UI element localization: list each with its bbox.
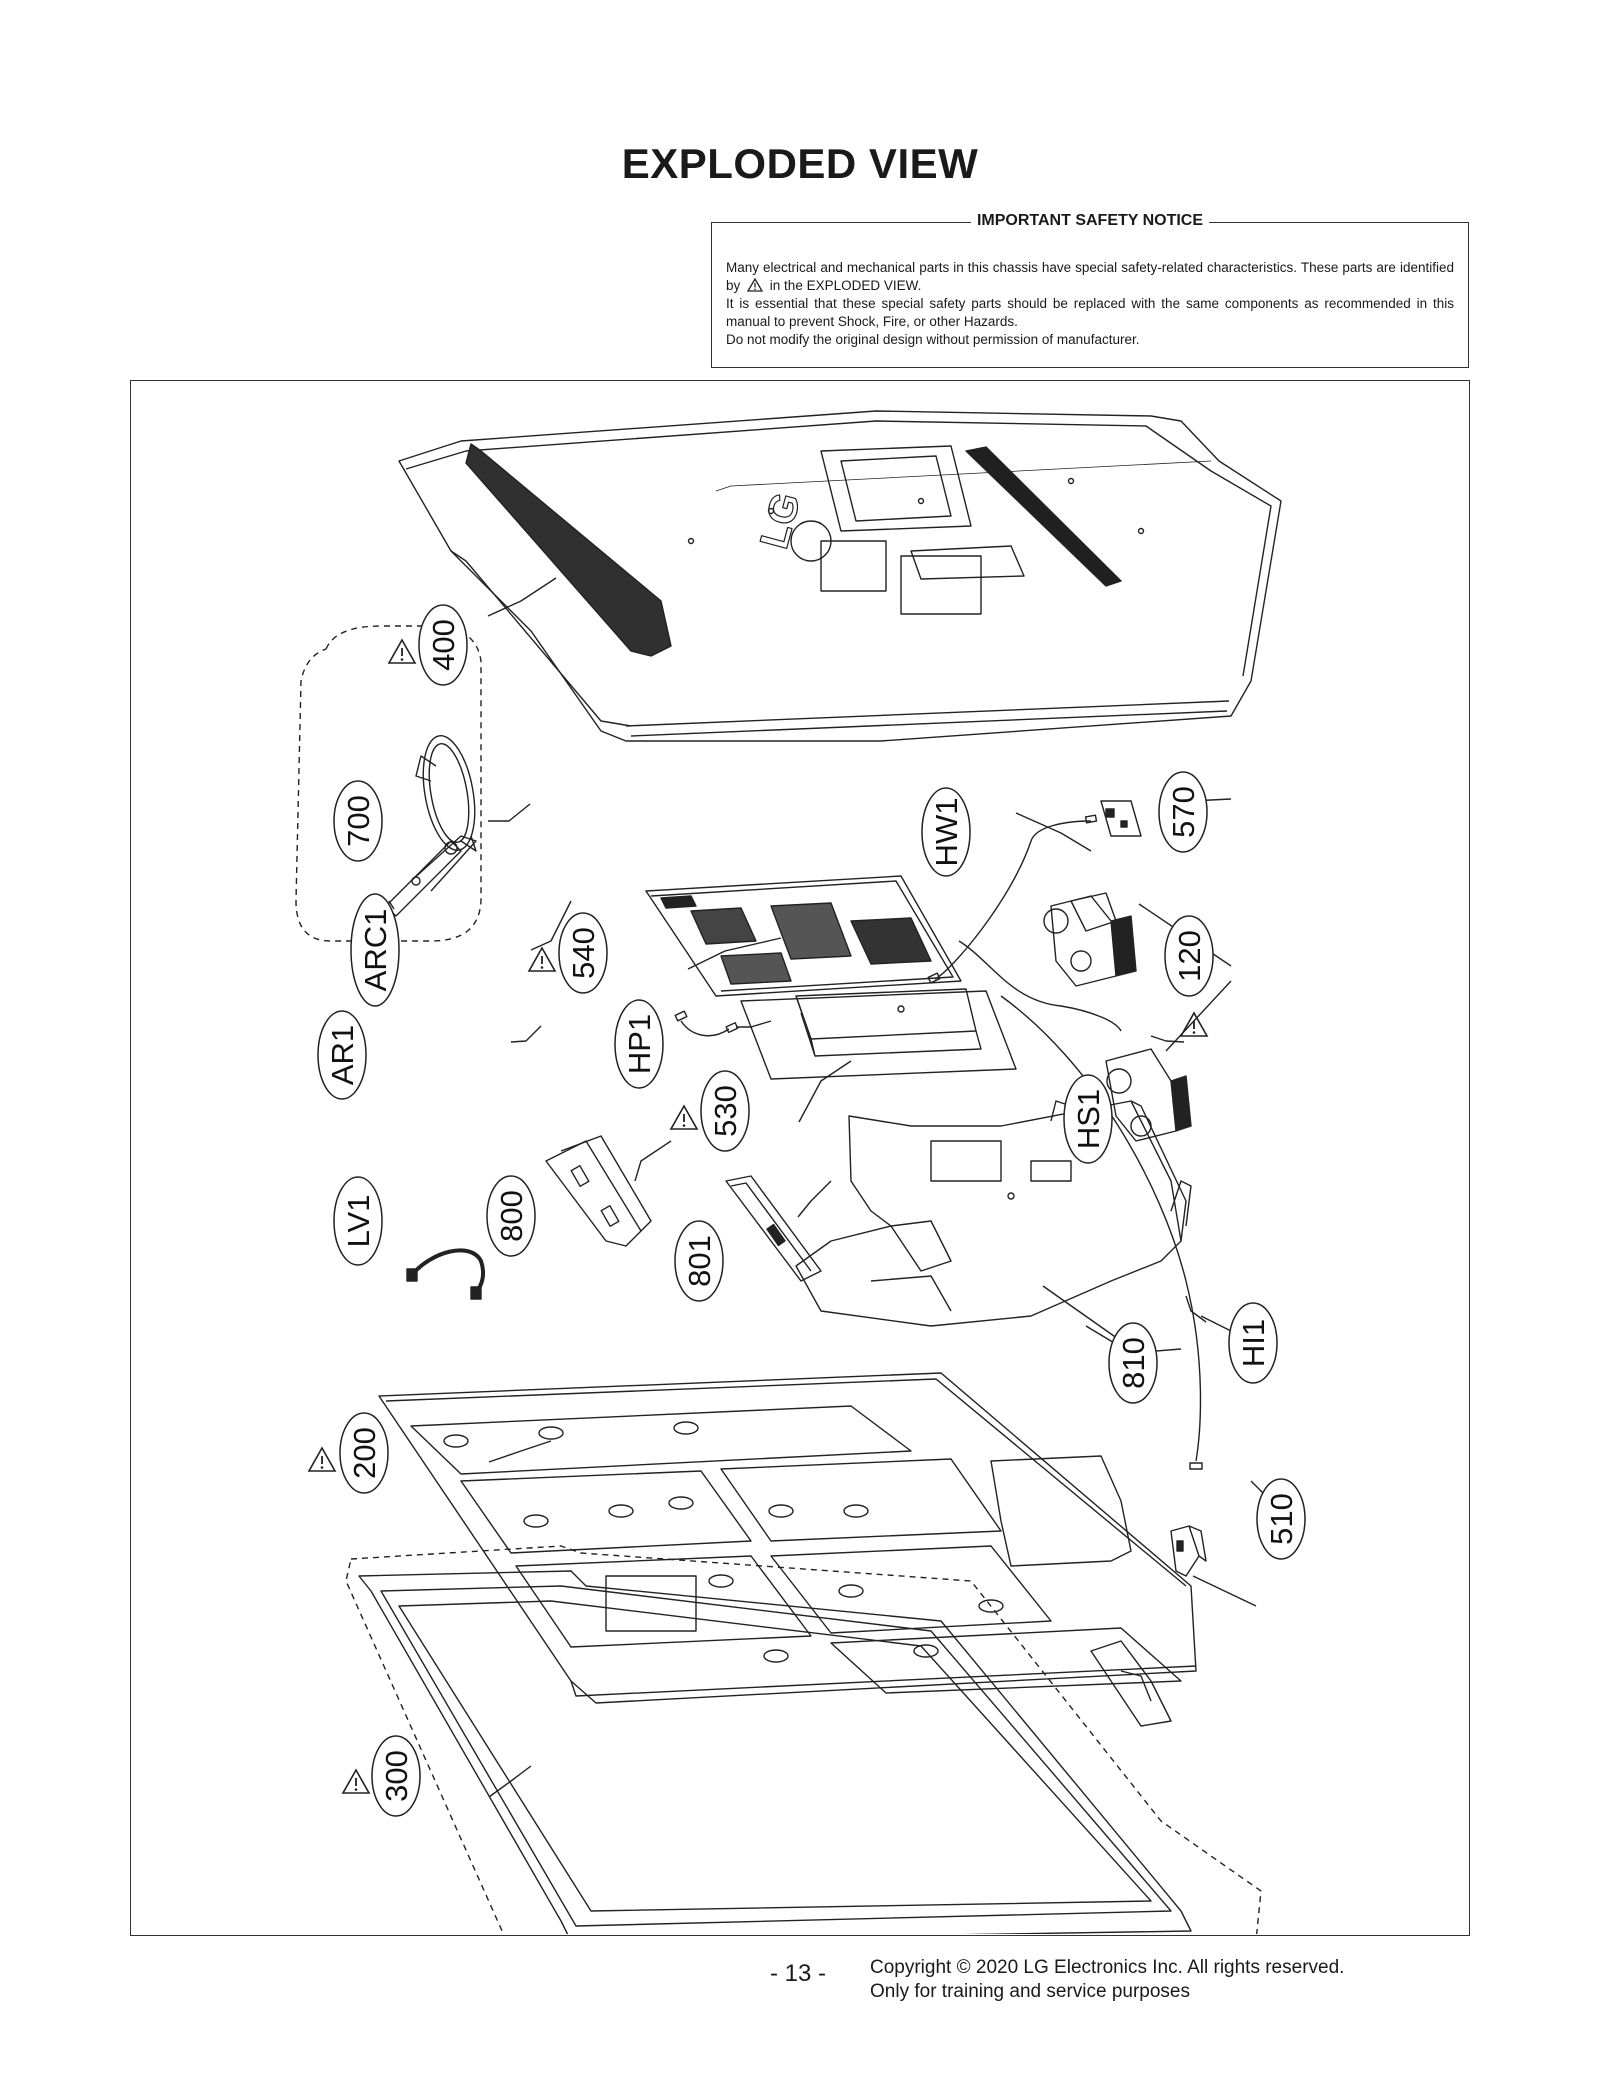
callout-arc1: ARC1 (350, 893, 400, 1007)
front-bezel-group-outline (345, 1545, 1262, 1934)
callout-hp1: HP1 (614, 999, 664, 1089)
svg-text:AR1: AR1 (325, 1025, 360, 1085)
copyright-text: Copyright © 2020 LG Electronics Inc. All… (870, 1957, 1345, 1978)
back-cover-part: LG (398, 410, 1282, 742)
power-supply-530-part (740, 988, 1017, 1080)
callout-hw1: HW1 (921, 787, 971, 877)
training-note: Only for training and service purposes (870, 1981, 1190, 2002)
remote-control-part (385, 835, 477, 917)
safety-notice-line1: Many electrical and mechanical parts in … (726, 260, 1454, 293)
page-number: - 13 - (770, 1960, 827, 1987)
svg-text:400: 400 (426, 619, 461, 671)
front-bezel-300-part (358, 1570, 1192, 1934)
svg-text:300: 300 (379, 1750, 414, 1802)
safety-notice-line3: Do not modify the original design withou… (726, 332, 1140, 347)
callout-530: 530 (670, 1070, 750, 1152)
optional-parts-group-outline (295, 625, 482, 942)
svg-text:LV1: LV1 (341, 1195, 376, 1248)
callout-801: 801 (674, 1220, 724, 1302)
wifi-module-570-part (1100, 800, 1142, 837)
cable-lv1-part (409, 1248, 486, 1295)
rear-panel-200-part (378, 1372, 1197, 1704)
bracket-800-part (545, 1135, 652, 1247)
svg-text:801: 801 (682, 1235, 717, 1287)
safety-notice-line2: It is essential that these special safet… (726, 296, 1454, 329)
warning-triangle-icon (342, 1769, 370, 1794)
svg-text:HP1: HP1 (622, 1014, 657, 1074)
warning-triangle-icon (1180, 1012, 1208, 1037)
warning-triangle-icon (388, 639, 416, 664)
callout-120: 120 (1164, 915, 1214, 1037)
lg-brand-logo: LG (752, 488, 809, 553)
main-board-540-part (645, 875, 962, 997)
footer-copyright: Copyright © 2020 LG Electronics Inc. All… (870, 1956, 1344, 2004)
callout-400: 400 (388, 604, 468, 686)
callout-510: 510 (1256, 1478, 1306, 1560)
warning-triangle-icon (308, 1447, 336, 1472)
callout-570: 570 (1158, 771, 1208, 853)
svg-text:570: 570 (1166, 786, 1201, 838)
exploded-view-drawing: LG (295, 410, 1306, 1934)
svg-text:200: 200 (347, 1427, 382, 1479)
wire-hp1 (680, 1020, 730, 1037)
svg-text:HI1: HI1 (1236, 1319, 1271, 1367)
safety-notice-body: Many electrical and mechanical parts in … (726, 259, 1454, 349)
cable-700-part (415, 735, 477, 852)
svg-text:510: 510 (1264, 1493, 1299, 1545)
svg-text:700: 700 (341, 795, 376, 847)
warning-triangle-icon (747, 278, 764, 292)
callout-lv1: LV1 (333, 1176, 383, 1266)
svg-text:HS1: HS1 (1071, 1089, 1106, 1149)
safety-notice-box: IMPORTANT SAFETY NOTICE Many electrical … (711, 212, 1469, 368)
callout-540: 540 (528, 912, 608, 994)
svg-text:540: 540 (566, 927, 601, 979)
callout-ar1: AR1 (317, 1010, 367, 1100)
callout-300: 300 (342, 1735, 421, 1817)
page-title: EXPLODED VIEW (621, 140, 979, 187)
callout-200: 200 (308, 1412, 389, 1494)
speaker-120-part (1043, 892, 1192, 1142)
callout-810: 810 (1108, 1322, 1158, 1404)
safety-notice-line1-tail: in the EXPLODED VIEW. (769, 278, 922, 293)
wire-hi1 (1000, 995, 1202, 1462)
safety-notice-heading: IMPORTANT SAFETY NOTICE (970, 212, 1210, 229)
svg-text:800: 800 (494, 1190, 529, 1242)
exploded-view-diagram: LG (130, 380, 1470, 1936)
wire-hw1 (934, 820, 1092, 980)
svg-text:ARC1: ARC1 (358, 909, 393, 992)
bracket-801-part (725, 1175, 822, 1282)
svg-text:530: 530 (708, 1085, 743, 1137)
callout-hs1: HS1 (1063, 1074, 1113, 1164)
callout-hi1: HI1 (1228, 1302, 1278, 1384)
callout-700: 700 (333, 780, 383, 862)
warning-triangle-icon (670, 1105, 698, 1130)
svg-text:810: 810 (1116, 1337, 1151, 1389)
svg-text:HW1: HW1 (929, 798, 964, 867)
callout-800: 800 (486, 1175, 536, 1257)
key-board-510-part (1170, 1525, 1207, 1577)
wire-hs1 (958, 940, 1122, 1032)
warning-triangle-icon (528, 947, 556, 972)
svg-text:120: 120 (1172, 930, 1207, 982)
